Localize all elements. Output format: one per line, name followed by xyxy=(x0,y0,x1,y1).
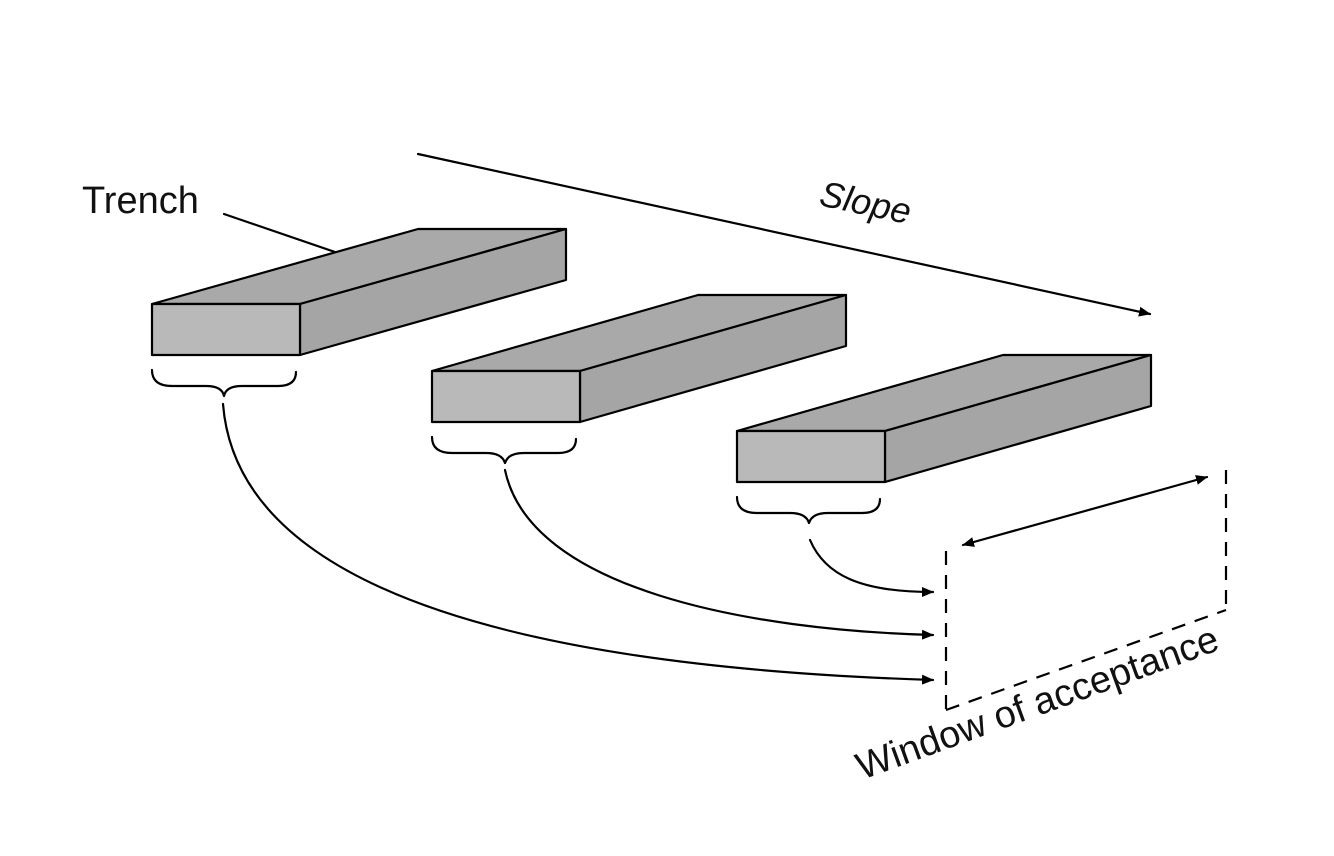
brace-1 xyxy=(150,368,298,398)
curve-arrow-trench-3 xyxy=(808,538,935,597)
window-bottom-edge xyxy=(945,608,1227,712)
slope-label: Slope xyxy=(816,173,915,232)
trench-block-3 xyxy=(735,353,1153,484)
curve-arrow-trench-2 xyxy=(503,468,935,640)
brace-3 xyxy=(735,495,882,525)
trench-3-front xyxy=(735,429,887,484)
trench-block-1 xyxy=(150,227,568,357)
trench-2-front xyxy=(430,369,582,424)
curve-arrow-trench-1 xyxy=(221,402,935,685)
window-label: Window of acceptance xyxy=(851,618,1225,788)
trench-block-2 xyxy=(430,293,848,424)
window-width-arrow xyxy=(961,475,1209,547)
slope-arrow xyxy=(416,152,1152,317)
brace-2 xyxy=(430,435,578,465)
trench-label: Trench xyxy=(82,180,199,222)
trench-1-front xyxy=(150,302,302,357)
